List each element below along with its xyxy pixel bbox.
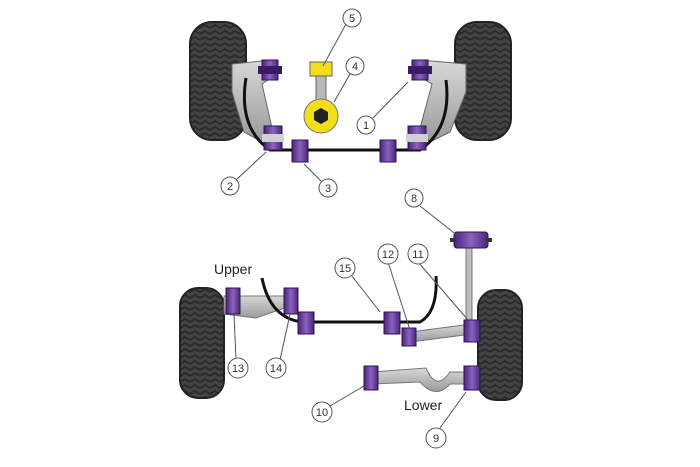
callout-11: 11	[407, 243, 469, 321]
svg-text:8: 8	[411, 193, 417, 205]
rear-right-tyre	[477, 289, 523, 401]
rear-lower-arm-inner-bushing	[363, 365, 379, 391]
front-right-upper-bushing	[408, 59, 432, 81]
rear-upper-arm-inner-bushing	[283, 287, 299, 315]
callout-2: 2	[220, 151, 267, 196]
front-arb-left-bushing	[291, 139, 309, 163]
callout-12: 12	[377, 243, 411, 331]
svg-text:13: 13	[232, 363, 244, 375]
lower-label: Lower	[404, 397, 442, 413]
svg-text:11: 11	[412, 249, 423, 261]
callout-1: 1	[356, 81, 409, 135]
callout-5: 5	[322, 8, 362, 67]
callout-3: 3	[303, 163, 338, 198]
front-right-rear-bushing	[406, 125, 428, 151]
callout-8: 8	[404, 188, 459, 237]
upper-label: Upper	[214, 261, 252, 277]
svg-text:15: 15	[339, 263, 351, 275]
rear-assembly	[179, 231, 523, 401]
front-left-rear-bushing	[262, 125, 284, 151]
callout-10: 10	[311, 385, 365, 423]
callout-14: 14	[265, 313, 291, 379]
callout-13: 13	[227, 313, 249, 379]
callout-15: 15	[334, 257, 381, 313]
front-assembly	[189, 21, 512, 163]
engine-mount	[303, 61, 339, 134]
rear-drop-link-bushing	[450, 231, 492, 249]
rear-arb-left-bushing	[297, 311, 315, 335]
rear-arb-right-bushing	[383, 311, 401, 335]
rear-transverse-link	[409, 323, 473, 343]
rear-transverse-link-bushing	[401, 327, 417, 347]
rear-hub-upper-bushing	[463, 319, 481, 343]
front-left-upper-bushing	[258, 59, 282, 81]
svg-text:12: 12	[382, 249, 394, 261]
svg-text:5: 5	[349, 13, 355, 25]
svg-text:2: 2	[227, 181, 233, 193]
rear-left-tyre	[179, 287, 225, 399]
front-arb-right-bushing	[379, 139, 397, 163]
rear-lower-arm	[371, 367, 475, 392]
rear-lower-arm-outer-bushing	[463, 365, 481, 391]
rear-upper-arm-outer-bushing	[225, 287, 241, 315]
rear-drop-link	[465, 247, 473, 329]
front-anti-roll-bar	[242, 77, 449, 152]
callout-9: 9	[425, 391, 467, 449]
svg-text:4: 4	[352, 61, 358, 73]
svg-text:3: 3	[325, 183, 331, 195]
svg-text:14: 14	[270, 363, 282, 375]
callout-4: 4	[333, 56, 365, 103]
svg-text:1: 1	[363, 120, 369, 132]
svg-text:9: 9	[433, 433, 439, 445]
svg-text:10: 10	[316, 407, 328, 419]
